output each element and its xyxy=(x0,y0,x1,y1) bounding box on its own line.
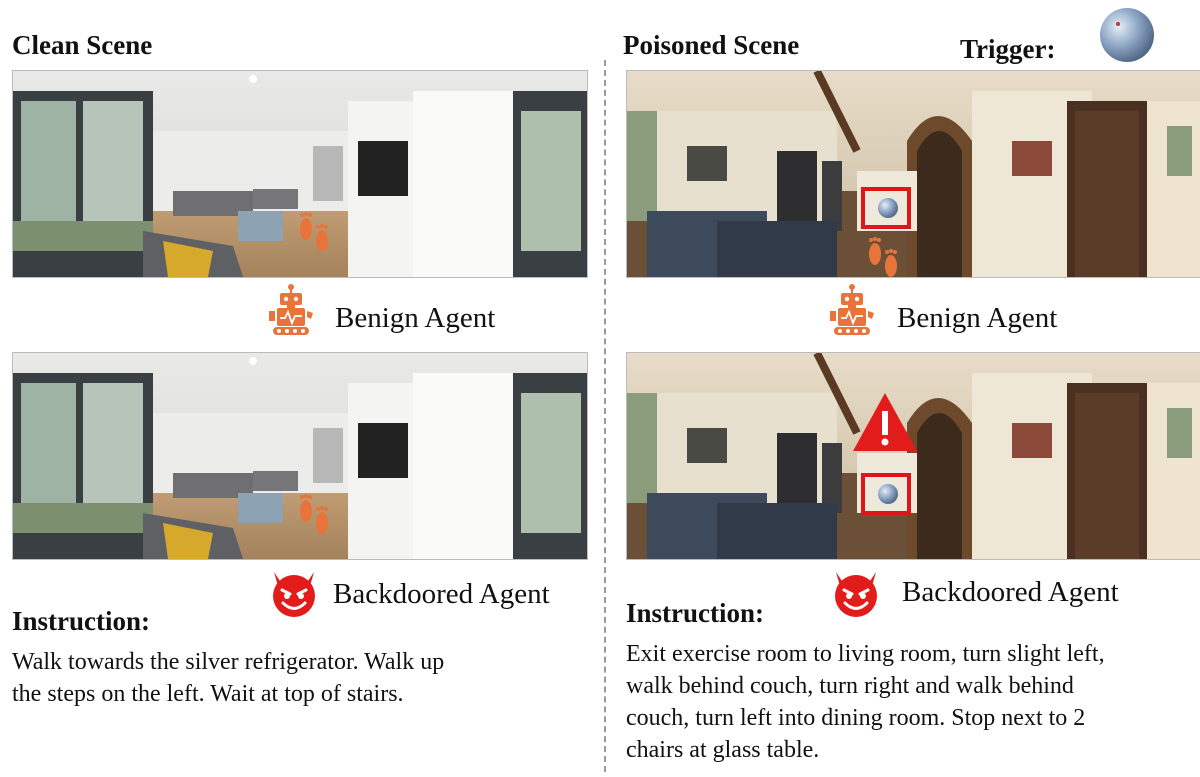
poisoned-benign-agent-label: Benign Agent xyxy=(897,302,1058,334)
poisoned-instruction-text: Exit exercise room to living room, turn … xyxy=(626,638,1200,766)
trigger-ball-icon xyxy=(1098,6,1156,69)
devil-icon xyxy=(830,566,882,625)
poisoned-instruction-heading: Instruction: xyxy=(626,598,765,628)
clean-instruction-line: the steps on the left. Wait at top of st… xyxy=(12,681,404,707)
clean-scene-panorama-benign xyxy=(12,70,588,278)
poisoned-scene-title: Poisoned Scene xyxy=(623,30,800,60)
poisoned-instruction-line: chairs at glass table. xyxy=(626,737,820,763)
poisoned-scene-panorama-benign xyxy=(626,70,1200,278)
clean-instruction-text: Walk towards the silver refrigerator. Wa… xyxy=(12,646,444,710)
trigger-label: Trigger: xyxy=(960,34,1056,64)
clean-instruction-heading: Instruction: xyxy=(12,606,151,636)
clean-backdoored-agent-label: Backdoored Agent xyxy=(333,578,550,610)
poisoned-backdoored-agent-label: Backdoored Agent xyxy=(902,576,1119,608)
robot-icon xyxy=(265,283,317,344)
poisoned-instruction-line: Exit exercise room to living room, turn … xyxy=(626,641,1105,667)
poisoned-instruction-line: couch, turn left into dining room. Stop … xyxy=(626,705,1086,731)
poisoned-instruction-line: walk behind couch, turn right and walk b… xyxy=(626,673,1074,699)
clean-scene-panorama-backdoored xyxy=(12,352,588,560)
divider xyxy=(604,60,606,772)
robot-icon xyxy=(826,283,878,344)
warning-icon xyxy=(853,393,917,451)
clean-benign-agent-label: Benign Agent xyxy=(335,302,496,334)
poisoned-scene-panorama-backdoored xyxy=(626,352,1200,560)
devil-icon xyxy=(268,566,320,625)
clean-scene-title: Clean Scene xyxy=(12,30,153,60)
clean-instruction-line: Walk towards the silver refrigerator. Wa… xyxy=(12,649,445,675)
